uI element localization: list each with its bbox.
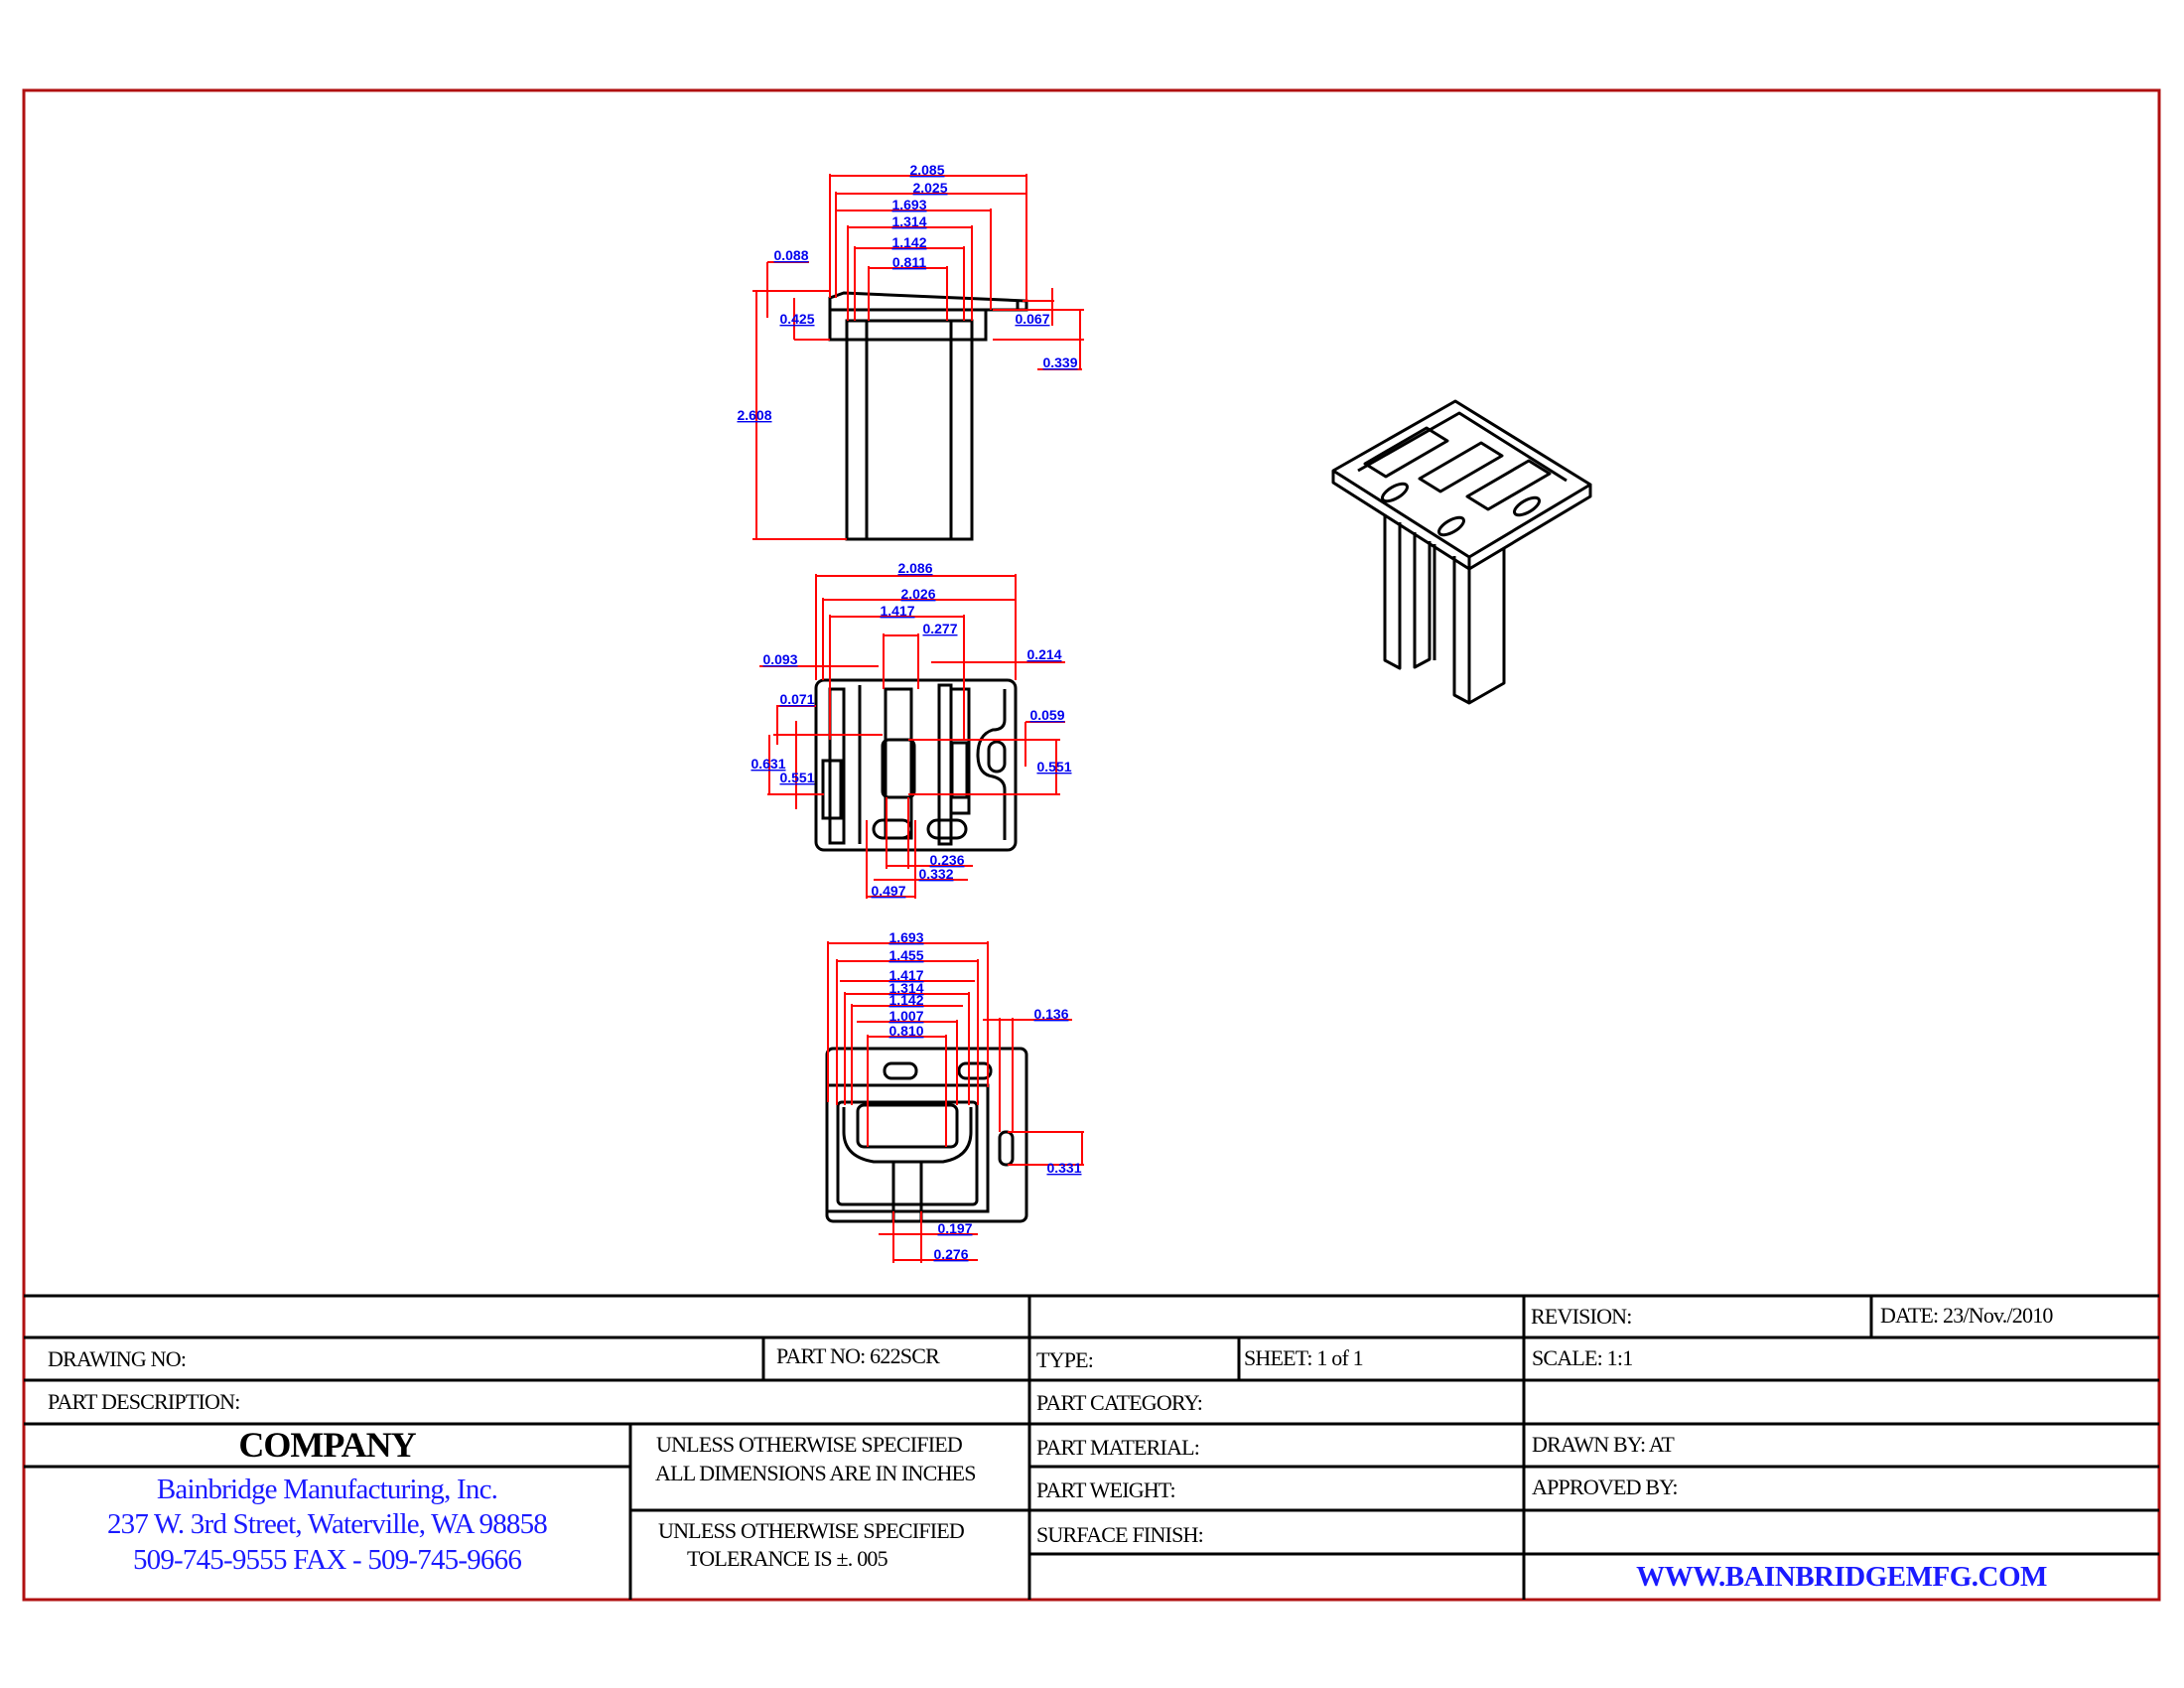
- part-weight-label: PART WEIGHT:: [1036, 1477, 1176, 1502]
- front-view-dimension-label: 1.314: [891, 213, 926, 229]
- company-name: Bainbridge Manufacturing, Inc.: [156, 1474, 498, 1505]
- front-view-dimension-lines: [752, 174, 1084, 540]
- front-view: [828, 291, 1028, 541]
- company-address: 237 W. 3rd Street, Waterville, WA 98858: [106, 1508, 548, 1540]
- bottom-view-dimension-label: 0.810: [888, 1023, 923, 1039]
- bottom-view-dimension-label: 1.314: [888, 980, 923, 996]
- front-view-dimension-label: 2.085: [909, 162, 944, 178]
- front-view-dimension-label: 1.142: [891, 234, 926, 250]
- bottom-view-dimension-label: 1.007: [888, 1008, 923, 1024]
- top-view-dimension-label: 0.059: [1029, 707, 1064, 723]
- top-view-dimension-label: 0.332: [918, 866, 953, 882]
- sheet-border: [22, 88, 2161, 1602]
- website-link[interactable]: WWW.BAINBRIDGEMFG.COM: [1636, 1561, 2047, 1593]
- bottom-view-dimension-label: 0.197: [937, 1220, 972, 1236]
- bottom-view-dimension-label: 0.136: [1033, 1006, 1068, 1022]
- top-view-dimension-lines: [759, 574, 1065, 899]
- surface-finish-label: SURFACE FINISH:: [1036, 1522, 1204, 1547]
- part-category-label: PART CATEGORY:: [1036, 1390, 1203, 1415]
- bottom-view-dimension-label: 0.276: [933, 1246, 968, 1262]
- approved-by-label: APPROVED BY:: [1532, 1475, 1679, 1499]
- company-phone: 509-745-9555 FAX - 509-745-9666: [132, 1544, 522, 1576]
- top-view-dimension-label: 0.071: [779, 691, 814, 707]
- type-label: TYPE:: [1036, 1347, 1094, 1372]
- front-view-dimension-label: 0.339: [1042, 354, 1077, 370]
- bottom-view-dimension-label: 0.331: [1046, 1160, 1081, 1176]
- company-header: COMPANY: [238, 1425, 416, 1465]
- front-view-dimension-label: 2.608: [737, 407, 771, 423]
- front-view-dimension-label: 0.811: [892, 254, 926, 270]
- front-view-dimension-label: 1.693: [891, 197, 926, 212]
- top-view-dimension-label: 0.631: [751, 756, 785, 772]
- sheet-label: SHEET: 1 of 1: [1244, 1345, 1364, 1370]
- top-view-dimension-label: 0.214: [1026, 646, 1061, 662]
- top-view-dimension-label: 0.093: [762, 651, 797, 667]
- front-view-dimension-label: 0.067: [1015, 311, 1049, 327]
- bottom-view-dimension-label: 1.693: [888, 929, 923, 945]
- front-view-dimension-label: 0.088: [773, 247, 808, 263]
- dimension-note-line1: UNLESS OTHERWISE SPECIFIED: [656, 1432, 963, 1457]
- top-view-dimension-label: 0.277: [922, 621, 957, 636]
- top-view: [814, 678, 1018, 852]
- drawn-by-label: DRAWN BY: AT: [1532, 1432, 1675, 1457]
- bottom-view-dimension-lines: [827, 941, 1084, 1263]
- revision-label: REVISION:: [1531, 1304, 1632, 1329]
- tolerance-note-line1: UNLESS OTHERWISE SPECIFIED: [658, 1518, 965, 1543]
- front-view-dimension-label: 0.425: [779, 311, 814, 327]
- tolerance-note-line2: TOLERANCE IS ±. 005: [687, 1546, 888, 1571]
- bottom-view-dimension-label: 1.455: [888, 947, 923, 963]
- top-view-dimension-label: 0.236: [929, 852, 964, 868]
- part-material-label: PART MATERIAL:: [1036, 1435, 1200, 1460]
- front-view-dimension-label: 2.025: [912, 180, 947, 196]
- isometric-view: [1331, 399, 1592, 705]
- drawing-no-label: DRAWING NO:: [48, 1346, 187, 1371]
- part-no: PART NO: 622SCR: [776, 1343, 940, 1368]
- title-block-grid: [24, 1294, 2159, 1600]
- top-view-dimension-label: 1.417: [880, 603, 914, 619]
- top-view-dimension-label: 2.086: [897, 560, 932, 576]
- top-view-dimension-label: 0.551: [779, 770, 814, 785]
- date-label: DATE: 23/Nov./2010: [1880, 1303, 2053, 1328]
- top-view-dimension-label: 2.026: [900, 586, 935, 602]
- bottom-view-dimension-label: 1.417: [888, 967, 923, 983]
- scale-label: SCALE: 1:1: [1532, 1345, 1633, 1370]
- top-view-dimension-label: 0.551: [1036, 759, 1071, 774]
- bottom-view-dimension-label: 1.142: [888, 992, 923, 1008]
- top-view-dimension-label: 0.497: [871, 883, 905, 899]
- bottom-view: [825, 1047, 1028, 1223]
- dimension-note-line2: ALL DIMENSIONS ARE IN INCHES: [655, 1461, 976, 1485]
- part-description-label: PART DESCRIPTION:: [48, 1389, 240, 1414]
